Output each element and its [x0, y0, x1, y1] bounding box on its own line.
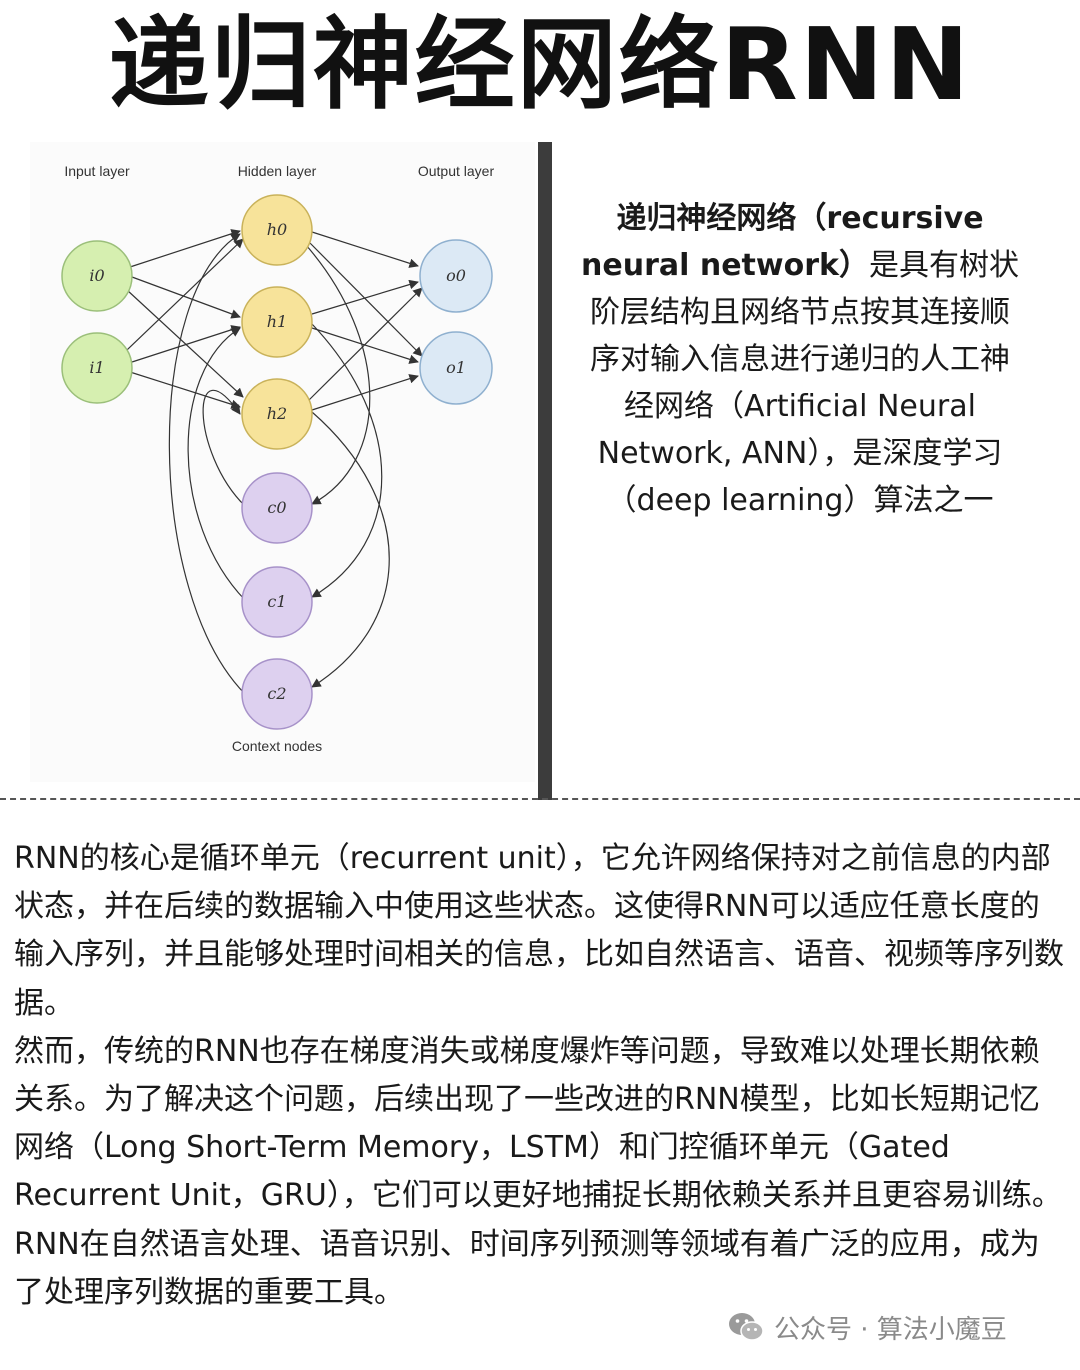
body-text: RNN的核心是循环单元（recurrent unit），它允许网络保持对之前信息…	[14, 835, 1066, 1317]
hidden-layer-label: Hidden layer	[238, 163, 317, 179]
svg-text:h1: h1	[267, 312, 287, 331]
context-node-c2: c2	[241, 658, 313, 730]
page-title: 递归神经网络RNN	[108, 6, 972, 123]
output-node-o0: o0	[419, 239, 493, 313]
output-layer-label: Output layer	[418, 163, 495, 179]
context-hidden-edges	[168, 233, 246, 695]
hidden-node-h0: h0	[241, 194, 313, 266]
body-paragraph: 然而，传统的RNN也存在梯度消失或梯度爆炸等问题，导致难以处理长期依赖关系。为了…	[14, 1033, 1062, 1214]
input-layer-label: Input layer	[64, 163, 130, 179]
svg-text:h2: h2	[267, 404, 287, 423]
definition-text: 是具有树状阶层结构且网络节点按其连接顺序对输入信息进行递归的人工神经网络（Art…	[590, 248, 1019, 518]
hidden-output-edges	[308, 231, 423, 411]
svg-text:o0: o0	[446, 266, 466, 285]
watermark-text: 公众号 · 算法小魔豆	[774, 1314, 1007, 1345]
svg-text:i0: i0	[89, 266, 104, 285]
hidden-node-h1: h1	[241, 286, 313, 358]
input-hidden-edges	[126, 229, 244, 409]
output-node-o1: o1	[419, 331, 493, 405]
context-nodes-label: Context nodes	[232, 738, 322, 754]
definition-heading: 递归神经网络（recursive neural network）	[581, 201, 984, 283]
hidden-context-edges	[305, 244, 390, 688]
svg-text:c1: c1	[267, 592, 286, 611]
svg-text:c0: c0	[267, 498, 286, 517]
watermark: 公众号 · 算法小魔豆	[728, 1307, 1007, 1347]
svg-text:i1: i1	[89, 358, 104, 377]
svg-text:h0: h0	[267, 220, 287, 239]
input-node-i1: i1	[61, 332, 133, 404]
svg-text:c2: c2	[267, 684, 286, 703]
wechat-icon	[729, 1313, 764, 1341]
input-node-i0: i0	[61, 240, 133, 312]
context-node-c1: c1	[241, 566, 313, 638]
vertical-divider	[538, 142, 552, 800]
dashed-divider	[0, 798, 1080, 800]
body-paragraph: RNN在自然语言处理、语音识别、时间序列预测等领域有着广泛的应用，成为了处理序列…	[14, 1226, 1040, 1310]
hidden-node-h2: h2	[241, 378, 313, 450]
definition-block: 递归神经网络（recursive neural network）是具有树状阶层结…	[580, 195, 1020, 524]
svg-text:o1: o1	[446, 358, 466, 377]
body-paragraph: RNN的核心是循环单元（recurrent unit），它允许网络保持对之前信息…	[14, 841, 1064, 1021]
context-node-c0: c0	[241, 472, 313, 544]
rnn-diagram: Input layer Hidden layer Output layer Co…	[30, 142, 535, 782]
